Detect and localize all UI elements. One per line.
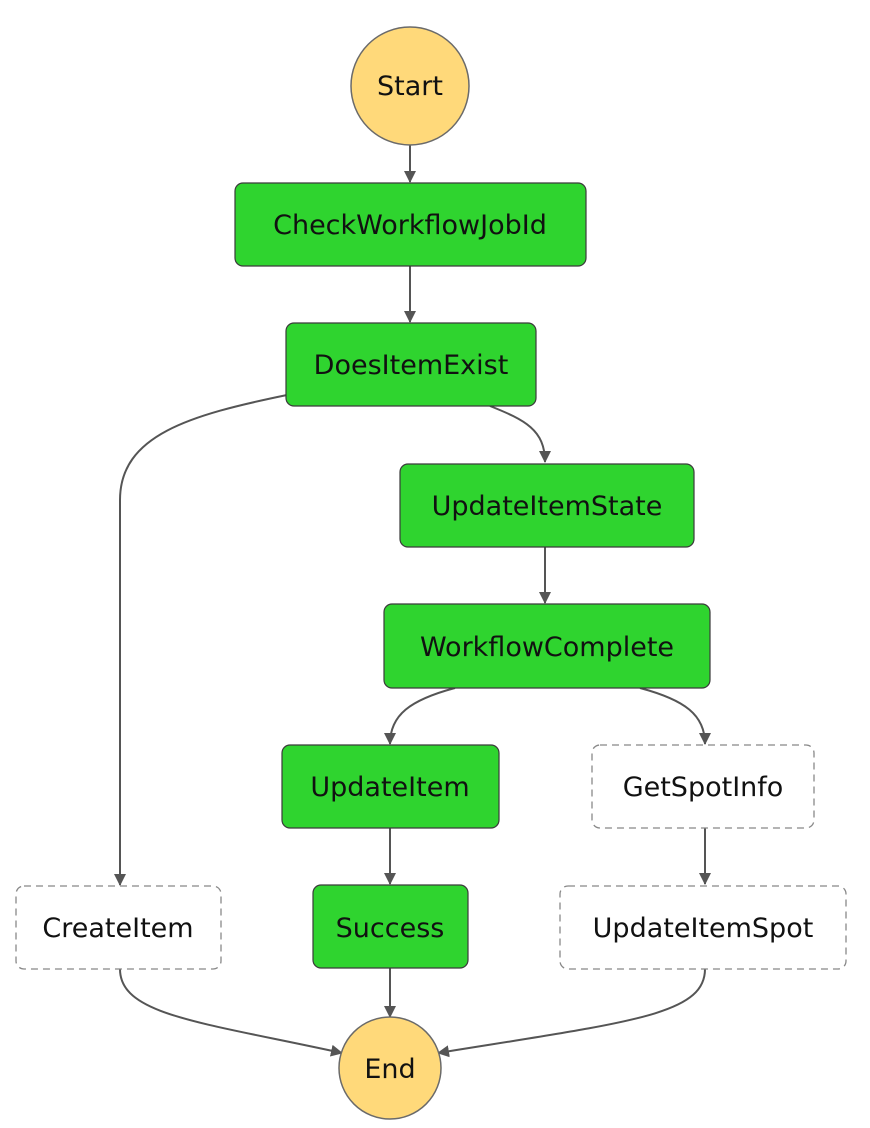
edge-doesitemexist-to-createitem [114,394,288,886]
start-label: Start [377,71,443,102]
edge-createitem-to-end [119,968,343,1057]
updateitemspot-label: UpdateItemSpot [593,913,814,944]
end-node[interactable]: End [338,1016,442,1120]
getspotinfo-label: GetSpotInfo [623,772,784,803]
success-label: Success [336,913,445,944]
doesitemexist-label: DoesItemExist [314,350,509,381]
success-node[interactable]: Success [312,884,469,969]
workflowcomplete-label: WorkflowComplete [420,632,674,663]
createitem-label: CreateItem [42,913,193,944]
end-label: End [364,1054,415,1085]
workflowcomplete-node[interactable]: WorkflowComplete [383,603,711,689]
updateitem-node[interactable]: UpdateItem [281,744,500,829]
checkworkflowjobid-node[interactable]: CheckWorkflowJobId [234,182,587,267]
updateitemstate-node[interactable]: UpdateItemState [399,463,695,548]
doesitemexist-node[interactable]: DoesItemExist [285,322,537,407]
getspotinfo-node[interactable]: GetSpotInfo [591,744,815,829]
checkworkflowjobid-label: CheckWorkflowJobId [273,210,547,241]
start-node[interactable]: Start [350,26,470,146]
edge-workflowcomplete-to-getspotinfo [639,687,711,745]
edge-workflowcomplete-to-updateitem [384,687,456,745]
updateitemstate-label: UpdateItemState [432,491,663,522]
createitem-node[interactable]: CreateItem [15,885,222,970]
edge-updateitemspot-to-end [437,968,706,1058]
updateitem-label: UpdateItem [310,772,469,803]
updateitemspot-node[interactable]: UpdateItemSpot [559,885,847,970]
edge-doesitemexist-to-updateitemstate [489,405,551,463]
